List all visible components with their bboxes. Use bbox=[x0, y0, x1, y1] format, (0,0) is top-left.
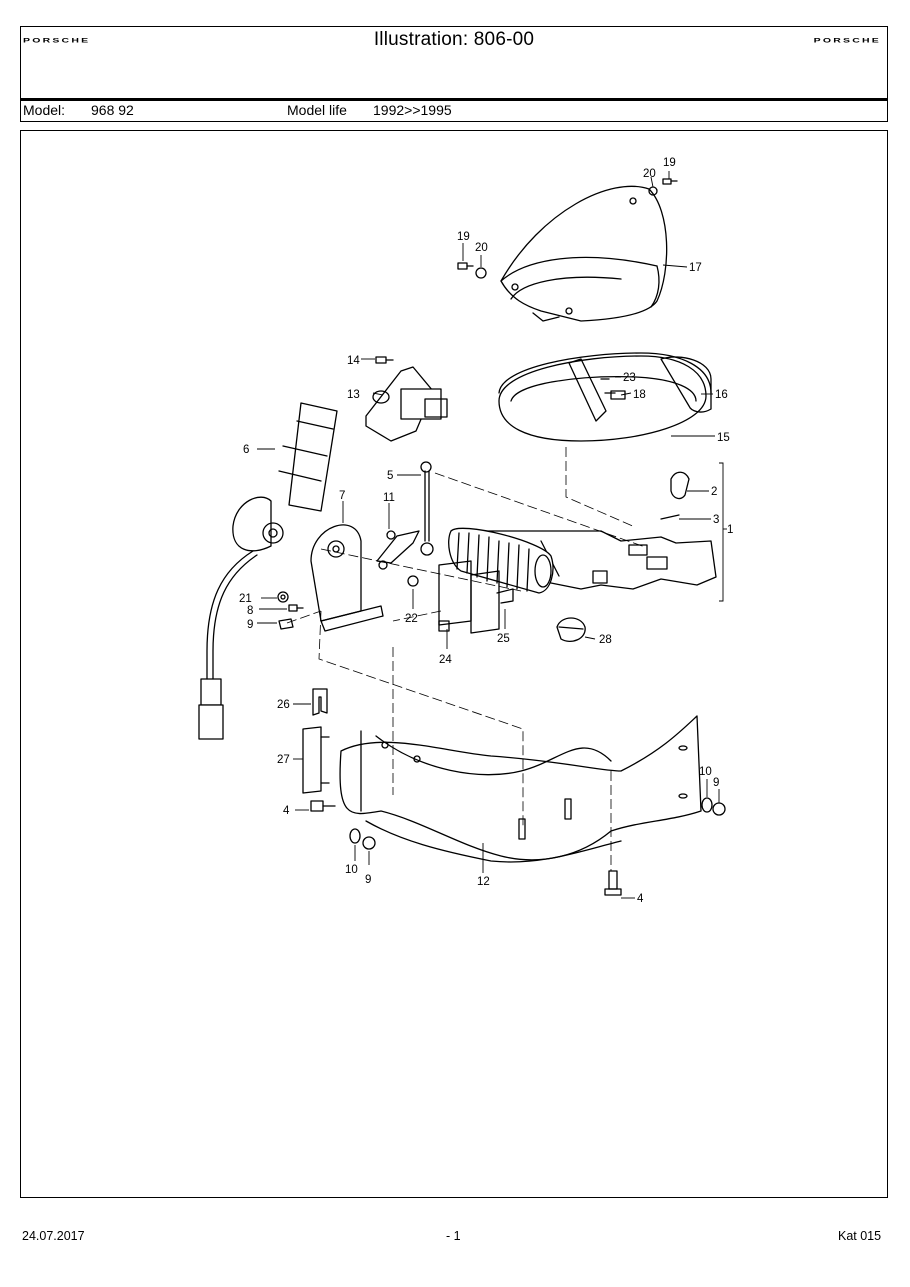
callout-label: 10 bbox=[699, 766, 712, 778]
support-bracket-part bbox=[310, 524, 384, 632]
callout-label: 10 bbox=[345, 864, 358, 876]
callout-label: 5 bbox=[387, 470, 393, 482]
assembly-lines bbox=[286, 447, 646, 871]
callout-label: 17 bbox=[689, 262, 702, 274]
callout-label: 3 bbox=[713, 514, 719, 526]
screw-19-top-part bbox=[457, 178, 678, 279]
rods-part bbox=[376, 461, 434, 587]
callout-label: 24 bbox=[439, 654, 452, 666]
model-value: 968 92 bbox=[91, 102, 134, 118]
motor-bracket-part bbox=[365, 356, 448, 442]
model-life-label: Model life bbox=[287, 102, 347, 118]
clamp-28-part bbox=[556, 617, 586, 642]
callout-label: 20 bbox=[643, 168, 656, 180]
callout-label: 28 bbox=[599, 634, 612, 646]
reflector-ring-part bbox=[498, 352, 712, 442]
callout-label: 4 bbox=[283, 805, 290, 817]
callout-label: 9 bbox=[247, 619, 253, 631]
callout-label: 21 bbox=[239, 593, 252, 605]
housing-cover-part bbox=[500, 185, 668, 322]
callout-label: 19 bbox=[457, 231, 470, 243]
callout-label: 18 bbox=[633, 389, 646, 401]
callout-label: 2 bbox=[711, 486, 717, 498]
callout-label: 15 bbox=[717, 432, 730, 444]
model-row: Model: 968 92 Model life 1992>>1995 bbox=[21, 101, 887, 121]
exploded-parts-diagram: 19 20 19 20 17 14 13 16 23 18 15 6 5 7 1… bbox=[198, 157, 733, 905]
header-box: PORSCHE Illustration: 806-00 PORSCHE Mod… bbox=[20, 26, 888, 122]
footer-page-number: - 1 bbox=[446, 1229, 461, 1243]
footer-catalog: Kat 015 bbox=[838, 1229, 882, 1243]
tube-cable-part bbox=[198, 402, 338, 740]
callout-numbers: 19 20 19 20 17 14 13 16 23 18 15 6 5 7 1… bbox=[239, 157, 733, 905]
callout-label: 9 bbox=[713, 777, 719, 789]
callout-label: 26 bbox=[277, 699, 290, 711]
callout-label: 22 bbox=[405, 613, 418, 625]
model-label: Model: bbox=[23, 102, 66, 118]
callout-label: 4 bbox=[637, 893, 644, 905]
model-life-value: 1992>>1995 bbox=[373, 102, 452, 118]
fasteners-left-part bbox=[277, 591, 304, 630]
porsche-logo-right: PORSCHE bbox=[813, 37, 881, 45]
footer-date: 24.07.2017 bbox=[22, 1229, 85, 1243]
callout-label: 6 bbox=[243, 444, 249, 456]
callout-label: 8 bbox=[247, 605, 253, 617]
callout-label: 1 bbox=[727, 524, 733, 536]
callout-label: 14 bbox=[347, 355, 360, 367]
callout-label: 13 bbox=[347, 389, 360, 401]
callout-label: 20 bbox=[475, 242, 488, 254]
callout-label: 27 bbox=[277, 754, 290, 766]
illustration-frame: 19 20 19 20 17 14 13 16 23 18 15 6 5 7 1… bbox=[20, 130, 888, 1198]
clip-plate-part bbox=[302, 688, 330, 794]
callout-label: 23 bbox=[623, 372, 636, 384]
callout-label: 7 bbox=[339, 490, 345, 502]
callout-label: 12 bbox=[477, 876, 490, 888]
page-title: Illustration: 806-00 bbox=[373, 29, 535, 50]
porsche-logo-left: PORSCHE bbox=[23, 37, 91, 45]
leader-lines bbox=[257, 171, 727, 899]
header-rule bbox=[21, 98, 887, 101]
crossmember-part bbox=[339, 715, 702, 896]
bellows-part bbox=[438, 527, 554, 634]
callout-label: 19 bbox=[663, 157, 676, 169]
callout-label: 9 bbox=[365, 874, 371, 886]
callout-label: 16 bbox=[715, 389, 728, 401]
callout-label: 11 bbox=[383, 492, 395, 504]
callout-label: 25 bbox=[497, 633, 510, 645]
